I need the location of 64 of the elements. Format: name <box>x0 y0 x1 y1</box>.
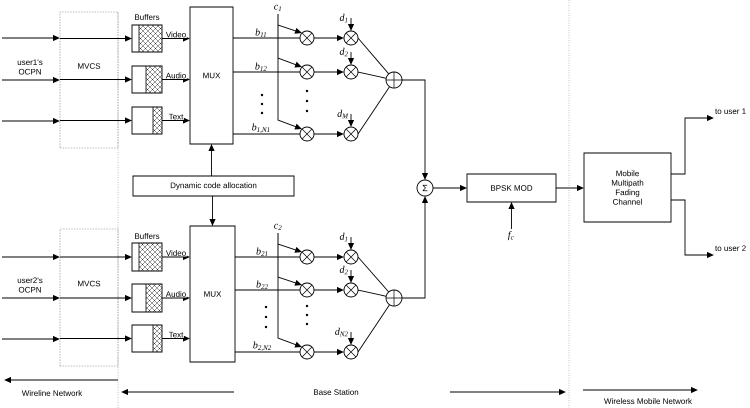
connector-line <box>358 72 387 79</box>
connector-line <box>358 86 390 134</box>
section-label: Wireline Network <box>22 390 82 396</box>
heading-label: Buffers <box>135 233 160 239</box>
multiplier-symbol <box>344 126 358 142</box>
signal-label: d$_{1}$ <box>340 232 348 242</box>
dashed-box: MVCS <box>60 12 118 148</box>
signal-label: d$_{M}$ <box>337 110 348 118</box>
edge-label: b$_{12}$ <box>254 62 268 72</box>
edge-label: b$_{22}$ <box>255 280 270 290</box>
connector-line <box>358 38 390 74</box>
signal-label: d$_{1}$ <box>340 14 348 22</box>
multiplier-symbol <box>300 344 314 360</box>
multiplier-symbol <box>300 126 314 142</box>
adder-symbol <box>386 72 402 88</box>
signal-label: d$_{2}$ <box>340 266 348 274</box>
connector-line <box>358 256 390 292</box>
channel-box: Mobile Multipath Fading Channel <box>584 152 672 222</box>
multiplexer-box: MUX <box>190 226 236 362</box>
multiplier-symbol <box>344 250 358 264</box>
edge-label: Text <box>168 331 184 338</box>
edge-label: b$_{21}$ <box>255 246 270 256</box>
multiplier-symbol <box>344 64 358 80</box>
section-label: Base Station <box>314 389 358 395</box>
buffer-box <box>132 284 162 312</box>
signal-label: d$_{2}$ <box>340 48 348 56</box>
modulator-box: BPSK MOD <box>466 174 556 202</box>
output-label: to user 1 <box>715 108 746 114</box>
edge-label: b$_{11}$ <box>254 28 268 38</box>
multiplier-symbol <box>344 344 358 360</box>
signal-label: f$_{c}$ <box>508 231 514 240</box>
edge-label: b$_{1,N1}$ <box>251 122 272 134</box>
input-label: user2's OCPN <box>18 277 42 293</box>
multiplier-symbol <box>300 64 314 80</box>
buffer-box <box>132 106 162 134</box>
edge-label: Audio <box>165 72 187 79</box>
multiplier-symbol <box>300 30 314 46</box>
buffer-box <box>132 66 162 94</box>
adder-symbol <box>386 290 402 306</box>
dashed-box: MVCS <box>60 228 118 366</box>
multiplexer-box: MUX <box>190 6 234 144</box>
heading-label: Buffers <box>135 14 160 20</box>
multiplier-symbol <box>344 282 358 298</box>
edge-label: b$_{2,N2}$ <box>252 340 272 352</box>
edge-label: Video <box>165 249 187 256</box>
edge-label: Text <box>168 113 184 120</box>
multiplier-symbol <box>344 30 358 46</box>
edge-label: Video <box>165 30 187 38</box>
connector-line <box>358 304 390 352</box>
buffer-box <box>132 242 162 272</box>
section-label: Wireless Mobile Network <box>604 398 692 404</box>
signal-label: d$_{N2}$ <box>335 328 348 336</box>
edge-label: Audio <box>165 290 187 298</box>
connector-line <box>234 256 300 258</box>
signal-label: c$_{1}$ <box>274 4 281 11</box>
buffer-box <box>132 324 162 352</box>
multiplier-symbol <box>300 250 314 264</box>
multiplier-symbol <box>300 282 314 298</box>
buffer-box <box>132 24 162 52</box>
connector-line <box>358 290 387 297</box>
input-label: user1's OCPN <box>18 59 42 75</box>
signal-label: c$_{2}$ <box>274 224 282 230</box>
process-box: Dynamic code allocation <box>132 176 294 196</box>
output-label: to user 2 <box>715 245 746 251</box>
